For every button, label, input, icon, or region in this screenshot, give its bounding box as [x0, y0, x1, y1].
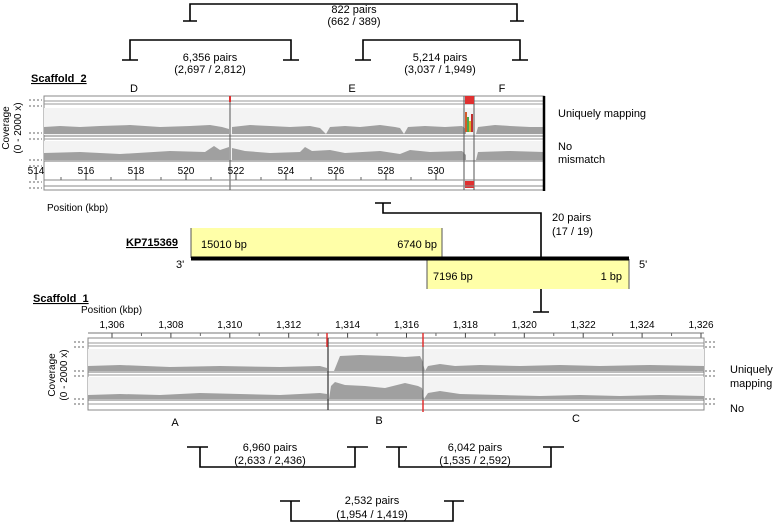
kp715369-contig: KP715369 15010 bp 6740 bp 7196 bp 1 bp 3… — [126, 228, 647, 289]
scaffold-2-tick-label: 520 — [178, 166, 195, 177]
scaffold-2-tick-label: 518 — [128, 166, 145, 177]
link-822: 822 pairs (662 / 389) — [183, 3, 524, 28]
link-822-pairs: 822 pairs — [331, 4, 377, 16]
link-5214: 5,214 pairs (3,037 / 1,949) — [355, 39, 528, 76]
scaffold-2-tick-label: 528 — [378, 166, 395, 177]
scaffold-2-title: Scaffold_2 — [31, 73, 87, 85]
link-20-split: (17 / 19) — [552, 226, 593, 238]
scaffold-1-tick-label: 1,314 — [335, 320, 360, 331]
link-6042-split: (1,535 / 2,592) — [439, 455, 511, 467]
scaffold-2-track-nomismatch-label-2: mismatch — [558, 154, 605, 166]
link-2532-split: (1,954 / 1,419) — [336, 509, 408, 521]
link-20-pairs: 20 pairs — [552, 212, 592, 224]
link-6042: 6,042 pairs (1,535 / 2,592) — [386, 442, 564, 468]
scaffold-2-tick-label: 524 — [278, 166, 295, 177]
scaffold-1-axis: 1,306 1,308 1,310 1,312 1,314 1,316 1,318 1,320… — [88, 320, 714, 339]
region-E: E — [348, 83, 355, 95]
kp-top-right-label: 6740 bp — [397, 239, 437, 251]
scaffold-1-coverage-label: Coverage — [47, 353, 58, 397]
scaffold-1-tick-label: 1,318 — [453, 320, 478, 331]
kp715369-bottom-segment — [427, 259, 629, 289]
link-5214-split: (3,037 / 1,949) — [404, 64, 476, 76]
scaffold-1-track-stubs-right — [705, 341, 717, 405]
link-822-split: (662 / 389) — [327, 16, 380, 28]
link-6356-split: (2,697 / 2,812) — [174, 64, 246, 76]
scaffold-2-tick-label: 522 — [228, 166, 245, 177]
scaffold-1-track-nomismatch-label: No — [730, 403, 744, 415]
link-6960-split: (2,633 / 2,436) — [234, 455, 306, 467]
scaffold-1-tick-label: 1,312 — [276, 320, 301, 331]
scaffold-1-track-frame — [87, 337, 705, 411]
scaffold-2-coverage-range: (0 - 2000 x) — [13, 102, 24, 153]
scaffold-1-tick-label: 1,322 — [571, 320, 596, 331]
region-A: A — [171, 417, 179, 429]
region-D: D — [130, 83, 138, 95]
scaffold-1-axis-title: Position (kbp) — [81, 305, 142, 316]
scaffold-2-unique-coverage — [44, 125, 544, 134]
link-6042-pairs: 6,042 pairs — [448, 442, 503, 454]
kp-bottom-right-label: 1 bp — [601, 271, 622, 283]
region-F: F — [499, 83, 506, 95]
scaffold-1-track-stubs-left — [74, 341, 86, 405]
kp715369-title: KP715369 — [126, 237, 178, 249]
link-6960-pairs: 6,960 pairs — [243, 442, 298, 454]
region-C: C — [572, 413, 580, 425]
scaffold-2-tick-label: 526 — [328, 166, 345, 177]
region-B: B — [375, 415, 382, 427]
kp-top-left-label: 15010 bp — [201, 239, 247, 251]
kp-end-5prime: 5' — [639, 259, 647, 271]
link-2532: 2,532 pairs (1,954 / 1,419) — [280, 495, 464, 522]
scaffold-1-tick-label: 1,306 — [99, 320, 124, 331]
scaffold-2-breakpoint-mark — [465, 181, 474, 188]
scaffold-1-tick-label: 1,324 — [630, 320, 655, 331]
scaffold-2-nomismatch-coverage — [44, 146, 544, 160]
scaffold-2-axis: 514 516 518 520 522 524 526 528 530 — [28, 166, 445, 180]
scaffold-1-track-unique-label: Uniquely — [730, 364, 773, 376]
scaffold-2-tick-label: 530 — [428, 166, 445, 177]
scaffold-1-tick-label: 1,326 — [688, 320, 713, 331]
scaffold-1-tick-label: 1,310 — [217, 320, 242, 331]
scaffold-2-coverage-label: Coverage — [1, 106, 12, 150]
scaffold-1-track-unique-label-2: mapping — [730, 378, 772, 390]
scaffold-1-tick-label: 1,320 — [512, 320, 537, 331]
scaffold-1-panel: Scaffold_1 Position (kbp) 1,306 1,308 1,31… — [33, 293, 773, 429]
scaffold-1-coverage-range: (0 - 2000 x) — [59, 349, 70, 400]
kp715369-top-segment — [191, 228, 442, 258]
mismatch-spike — [471, 114, 473, 132]
scaffold-1-title: Scaffold_1 — [33, 293, 89, 305]
link-2532-pairs: 2,532 pairs — [345, 495, 400, 507]
kp-bottom-left-label: 7196 bp — [433, 271, 473, 283]
scaffold-1-nomismatch-coverage — [88, 382, 704, 399]
link-5214-pairs: 5,214 pairs — [413, 52, 468, 64]
scaffold-2-breakpoint-mark — [465, 96, 474, 104]
scaffold-1-tick-label: 1,316 — [394, 320, 419, 331]
scaffold-2-breakpoint-mark — [229, 96, 231, 102]
link-6356: 6,356 pairs (2,697 / 2,812) — [122, 39, 299, 76]
mismatch-spike — [467, 117, 469, 132]
scaffold-2-track-nomismatch-label: No — [558, 141, 572, 153]
scaffold-2-tick-label: 514 — [28, 166, 45, 177]
kp-end-3prime: 3' — [176, 259, 184, 271]
scaffold-1-unique-coverage — [88, 355, 704, 371]
scaffold-2-tick-label: 516 — [78, 166, 95, 177]
link-6960: 6,960 pairs (2,633 / 2,436) — [187, 442, 368, 468]
scaffold-2-panel: Scaffold_2 D E F Coverage (0 - 2000 x) — [1, 73, 646, 214]
mismatch-spike — [469, 121, 471, 132]
mismatch-spike — [465, 112, 467, 132]
scaffold-1-tick-label: 1,308 — [158, 320, 183, 331]
scaffold-2-axis-title: Position (kbp) — [47, 203, 108, 214]
link-6356-pairs: 6,356 pairs — [183, 52, 238, 64]
scaffold-2-track-unique-label: Uniquely mapping — [558, 108, 646, 120]
